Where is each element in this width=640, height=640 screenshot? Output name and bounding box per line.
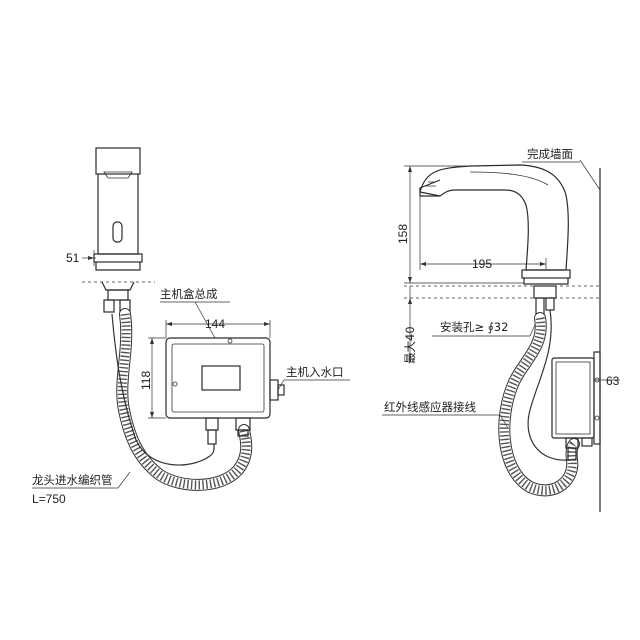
dim-144-label: 144: [205, 317, 225, 331]
dim-144: 144: [165, 317, 271, 338]
left-leaders: 主机盒总成 主机入水口 龙头进水编织管 L=750: [32, 287, 350, 506]
dim-158: 158: [396, 165, 524, 284]
label-wall: 完成墙面: [527, 147, 573, 161]
dim-195-label: 195: [472, 257, 492, 271]
dim-max-40-label: 最大40: [403, 326, 417, 364]
dim-51: 51: [66, 250, 96, 266]
dim-118: 118: [139, 337, 166, 419]
right-faucet: [419, 164, 571, 285]
dim-63-label: 63: [606, 374, 620, 388]
dim-51-label: 51: [66, 251, 80, 265]
right-countertop: 最大40 安装孔≥ ∮32: [403, 285, 600, 364]
right-braided-hose: [498, 309, 580, 497]
label-water-inlet: 主机入水口: [286, 365, 344, 379]
label-hose-length: L=750: [32, 492, 66, 506]
dim-118-label: 118: [139, 371, 153, 390]
label-control-box: 主机盒总成: [160, 287, 218, 301]
left-faucet: [82, 147, 155, 313]
label-install-hole: 安装孔≥ ∮32: [440, 320, 508, 334]
dim-158-label: 158: [396, 224, 410, 244]
label-sensor-wire: 红外线感应器接线: [384, 400, 476, 414]
left-control-box: [165, 337, 285, 445]
dim-195: 195: [419, 196, 547, 271]
finished-wall: 完成墙面: [522, 147, 601, 512]
right-wire-leader: 红外线感应器接线: [382, 400, 509, 429]
right-control-box: 63: [551, 351, 620, 461]
label-hose: 龙头进水编织管: [32, 473, 113, 487]
left-braided-hose: [111, 308, 253, 491]
